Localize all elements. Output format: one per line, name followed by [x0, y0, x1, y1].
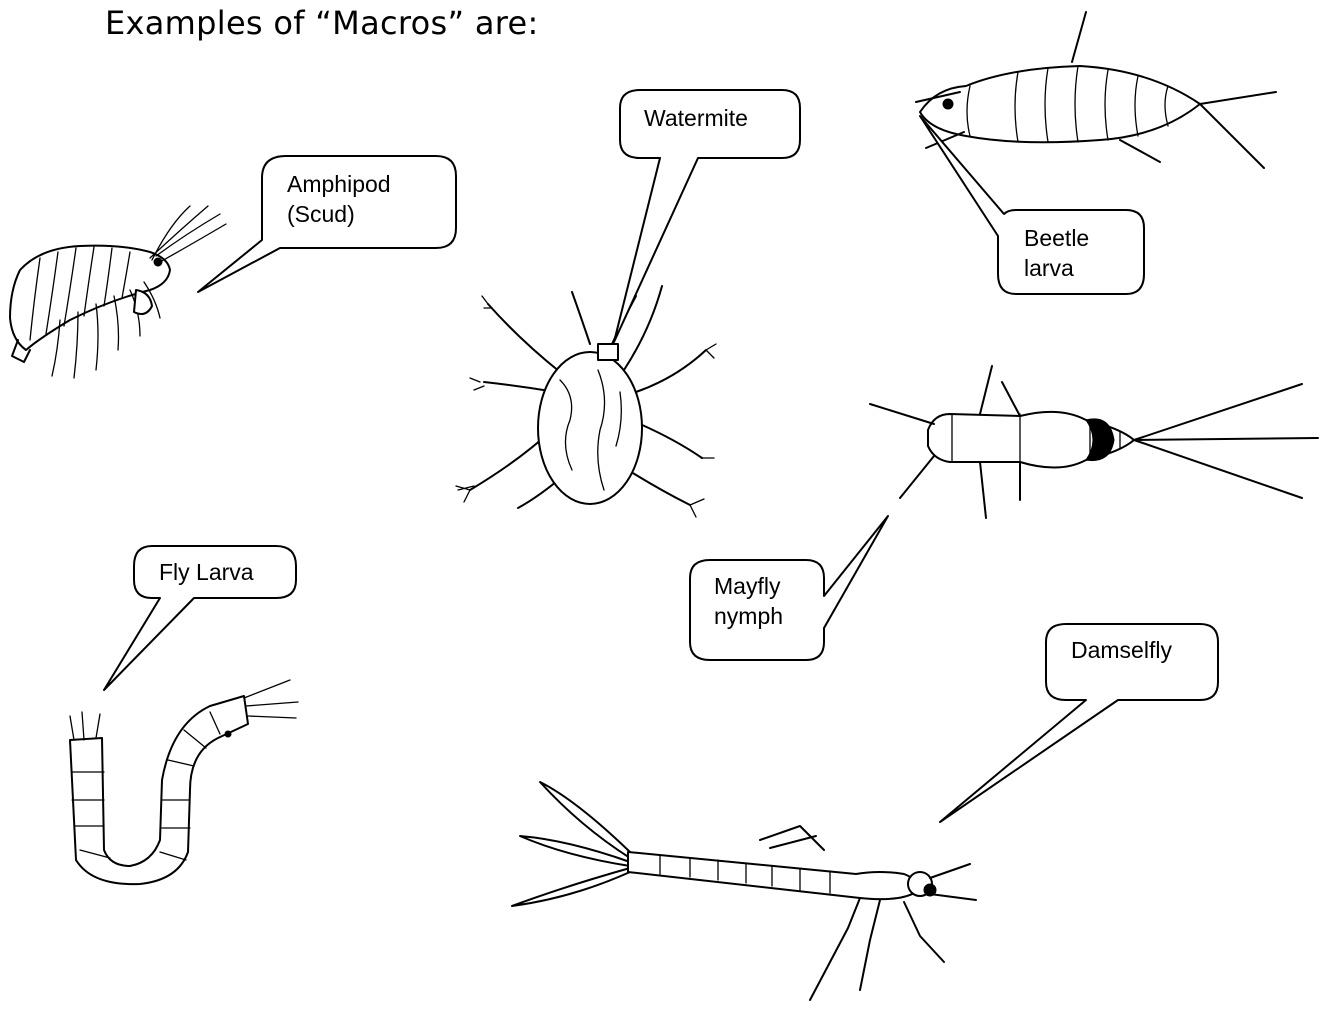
callout-beetle-larva-line-2: larva [1024, 255, 1074, 281]
callout-watermite: Watermite [614, 90, 800, 342]
callout-watermite-line-1: Watermite [644, 105, 748, 131]
callout-mayfly-nymph-line-2: nymph [714, 603, 783, 629]
fly-larva-illustration [70, 680, 298, 884]
callout-amphipod-line-2: (Scud) [287, 201, 355, 227]
callout-amphipod: Amphipod (Scud) [198, 156, 456, 292]
beetle-larva-illustration [916, 12, 1276, 168]
callout-damselfly: Damselfly [940, 624, 1218, 822]
amphipod-illustration [10, 206, 226, 378]
callout-fly-larva-line-1: Fly Larva [159, 559, 254, 585]
callout-fly-larva: Fly Larva [104, 546, 296, 690]
watermite-illustration [456, 286, 716, 517]
damselfly-illustration [512, 782, 976, 1000]
mayfly-nymph-illustration [870, 366, 1318, 518]
callout-damselfly-line-1: Damselfly [1071, 637, 1172, 663]
callout-beetle-larva-line-1: Beetle [1024, 225, 1089, 251]
callout-mayfly-nymph-line-1: Mayfly [714, 573, 781, 599]
callout-amphipod-line-1: Amphipod [287, 171, 391, 197]
callout-mayfly-nymph: Mayfly nymph [690, 516, 888, 660]
